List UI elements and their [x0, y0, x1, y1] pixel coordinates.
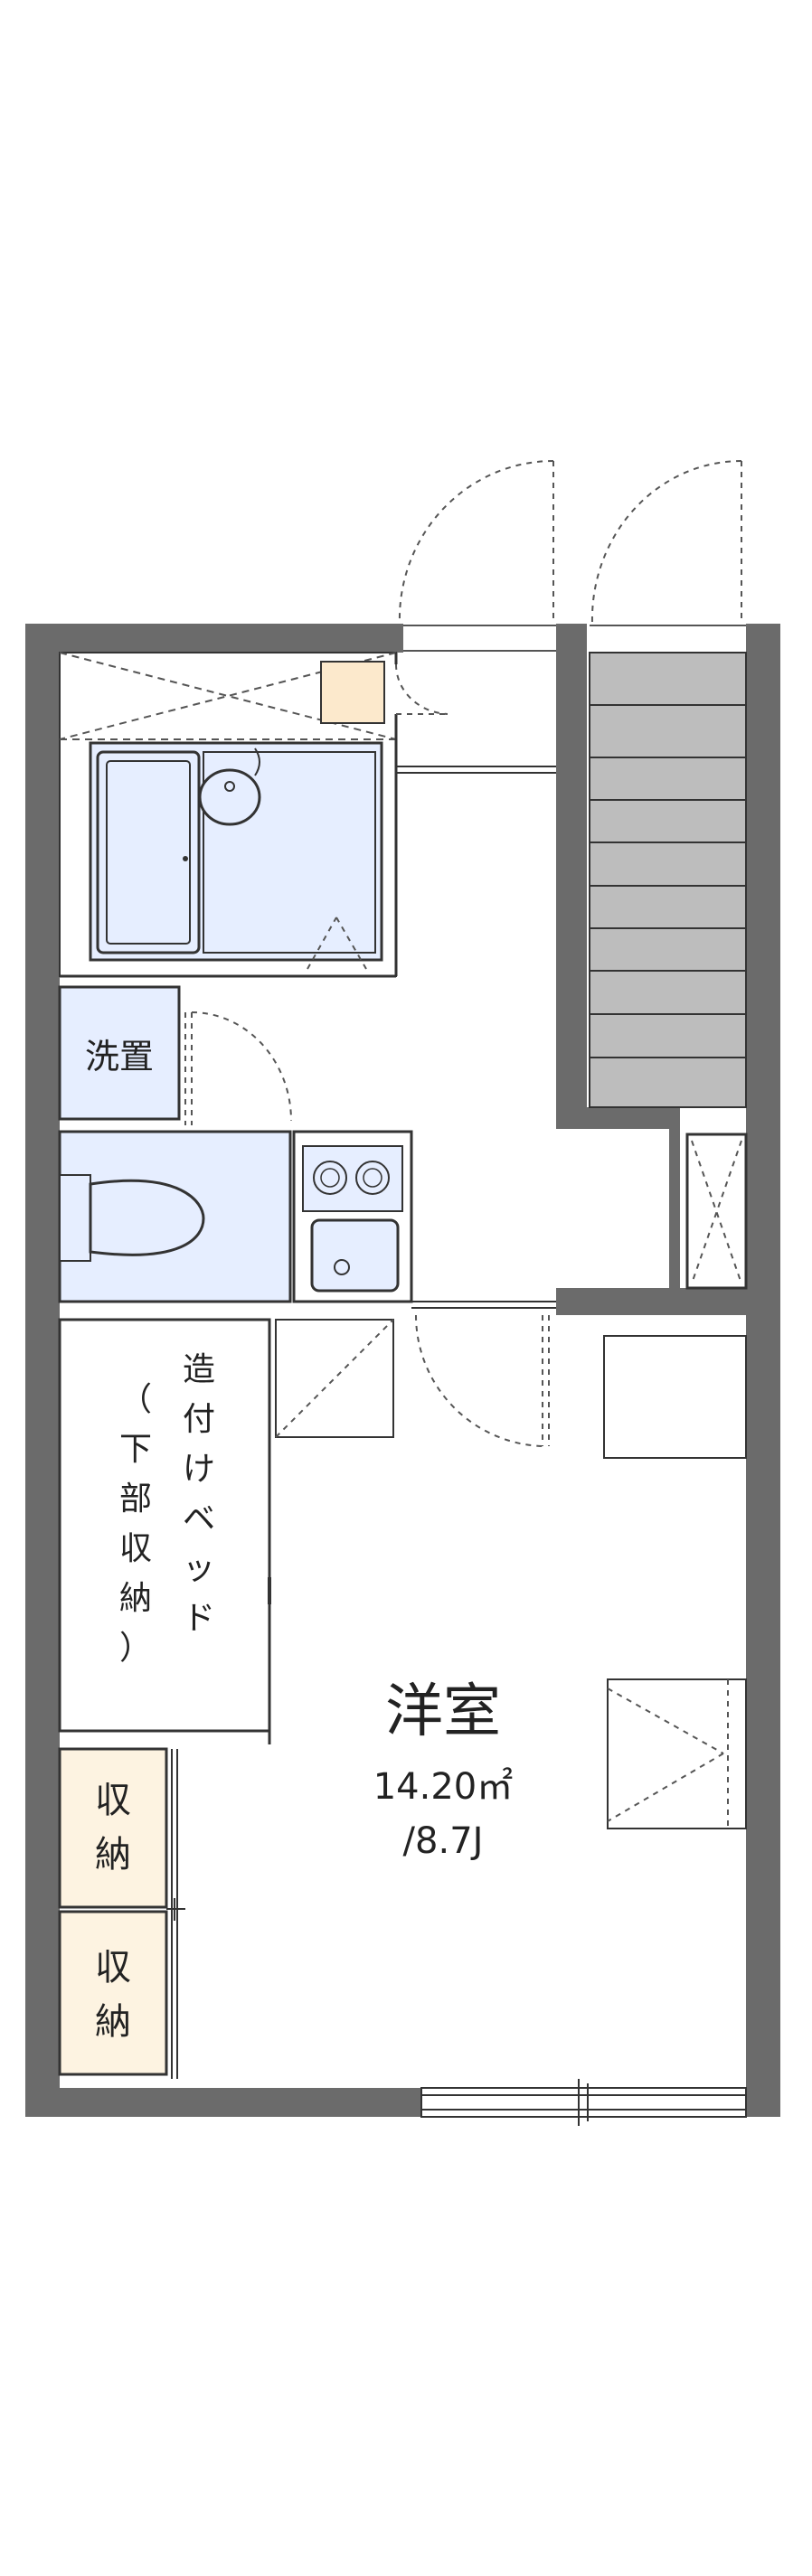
partition-lines	[411, 1301, 556, 1309]
storage-1-char-top: 収納	[95, 1780, 131, 1876]
toilet-bowl-icon	[89, 1179, 205, 1256]
storage-1-label: 収納	[95, 1780, 131, 1876]
storage-2-label: 収納	[95, 1947, 131, 2043]
entrance-opening	[403, 625, 746, 652]
bed-char: ド	[183, 1600, 215, 1637]
kitchen	[292, 1130, 413, 1303]
bathroom	[59, 652, 448, 978]
outer-walls	[25, 624, 780, 2117]
bed-char: 部	[119, 1481, 152, 1518]
bed-char: ）	[119, 1630, 152, 1667]
entrance-door-swings	[398, 460, 742, 625]
burner-right-icon	[355, 1161, 390, 1195]
bed-label: 造 付 け ベ ッ ド （ 下 部 収 納 ）	[119, 1351, 215, 1667]
washroom-label: 洗置	[85, 1037, 154, 1076]
room-size: /8.7J	[403, 1820, 484, 1862]
bed-char: ベ	[183, 1500, 215, 1537]
bathtub	[96, 750, 201, 954]
bed-char: （	[119, 1381, 152, 1418]
bed-char: 収	[119, 1530, 152, 1567]
room-fixtures	[603, 1335, 747, 1829]
storage-2-text: 収納	[95, 1947, 131, 2043]
toilet-tank	[59, 1174, 91, 1262]
burner-left-icon	[313, 1161, 347, 1195]
bed-char: ッ	[183, 1550, 215, 1587]
utility-box	[320, 661, 385, 724]
toilet-room	[58, 1130, 292, 1303]
bed-char: 造	[183, 1351, 215, 1388]
washroom	[58, 985, 292, 1125]
closet-right	[685, 1133, 748, 1290]
bed-char: 納	[119, 1580, 152, 1617]
bottom-window	[420, 2079, 747, 2126]
room-area: 14.20㎡	[373, 1766, 514, 1808]
storage-closets	[58, 1747, 185, 2079]
sink	[310, 1218, 400, 1293]
bed-char: 付	[183, 1401, 215, 1438]
washbasin-icon	[198, 768, 261, 826]
bath-ceiling-hatch	[59, 652, 397, 740]
hallway-lines	[396, 766, 556, 774]
bed-char: け	[183, 1451, 215, 1488]
room-door	[415, 1314, 550, 1447]
bed-char: 下	[119, 1431, 152, 1468]
room-name: 洋室	[385, 1678, 501, 1745]
built-in-bed	[58, 1318, 394, 1744]
stairs	[589, 652, 747, 1108]
